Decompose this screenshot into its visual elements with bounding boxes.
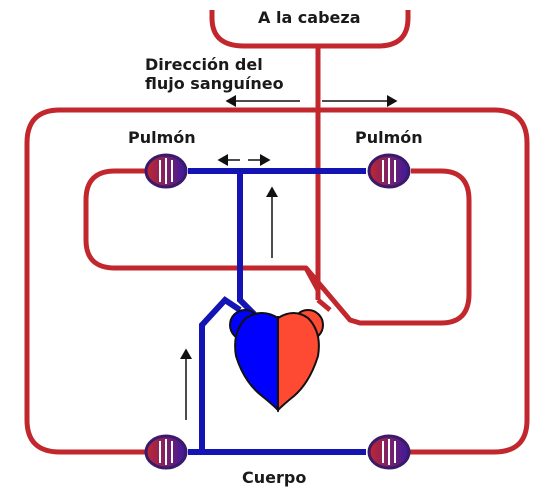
pulmonary-loop (83, 168, 472, 326)
aortic-branch (303, 266, 332, 312)
heart (229, 309, 324, 413)
systemic-loop (24, 107, 530, 455)
capillary-lung-right (367, 153, 411, 189)
capillary-lung-left (144, 153, 188, 189)
lung-left-label: Pulmón (128, 128, 196, 147)
capillary-body-left (144, 434, 188, 470)
vena-cava (188, 296, 366, 455)
head-vessel (209, 10, 411, 49)
capillary-body-right (367, 434, 411, 470)
right-heart-trunk (237, 171, 259, 319)
flow-direction-line1: Dirección del (145, 55, 263, 74)
head-label: A la cabeza (258, 8, 361, 27)
flow-direction-line2: flujo sanguíneo (145, 74, 284, 93)
flow-direction-label: Dirección del flujo sanguíneo (145, 55, 284, 93)
body-label: Cuerpo (242, 468, 307, 487)
lung-right-label: Pulmón (355, 128, 423, 147)
